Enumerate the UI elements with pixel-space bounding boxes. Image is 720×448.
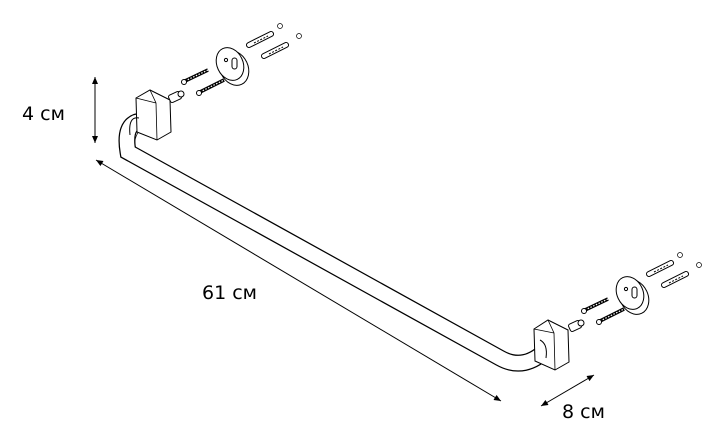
depth-dimension-arrow xyxy=(540,374,595,407)
length-label: 61 см xyxy=(202,282,257,304)
left-hardware-set xyxy=(168,24,302,104)
length-dimension-arrow xyxy=(95,159,502,402)
right-wall-block xyxy=(533,319,570,371)
height-label: 4 см xyxy=(22,103,65,125)
towel-bar xyxy=(118,112,555,372)
depth-label: 8 см xyxy=(562,401,605,423)
right-hardware-set xyxy=(568,253,702,333)
left-wall-block xyxy=(129,89,172,141)
